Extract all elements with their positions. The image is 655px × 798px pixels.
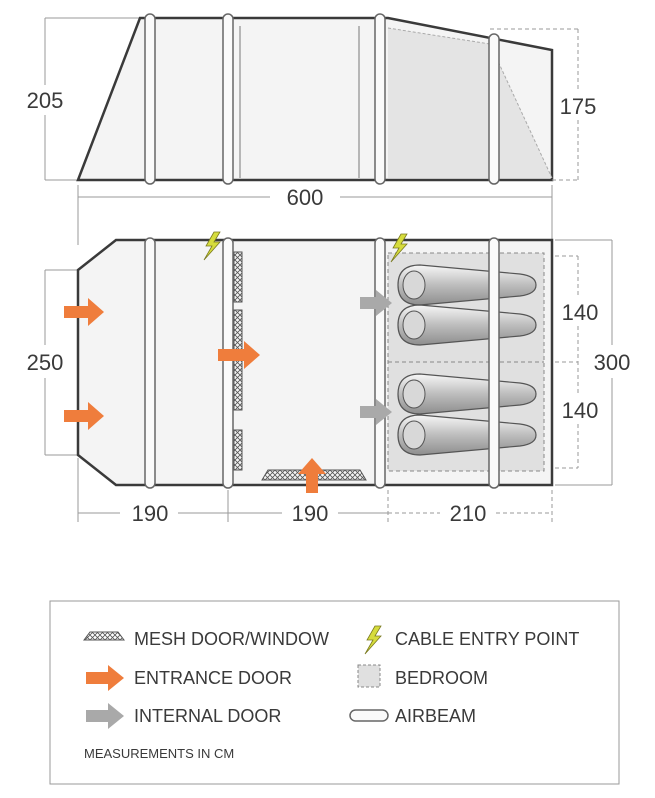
gray-arrow-icon — [360, 290, 392, 316]
section-dimensions: 190 190 210 — [77, 458, 553, 526]
width-dimension-left: 250 — [27, 269, 78, 456]
orange-arrow-icon — [218, 341, 260, 369]
sleeping-bag — [397, 304, 537, 346]
airbeam-icon — [349, 709, 389, 722]
cable-entry-points — [203, 231, 408, 263]
orange-arrow-icon — [86, 665, 124, 691]
legend-entrance-label: ENTRANCE DOOR — [134, 668, 292, 688]
side-elevation: 205 175 600 — [27, 13, 597, 245]
airbeam-icon — [488, 33, 500, 185]
airbeam-icon — [222, 237, 234, 489]
height-dimension-left: 205 — [27, 17, 140, 181]
sleeping-bags — [397, 264, 537, 456]
airbeam-icon — [144, 237, 156, 489]
sleeping-bag — [397, 264, 537, 306]
mesh-window — [233, 429, 243, 471]
legend-airbeam-label: AIRBEAM — [395, 706, 476, 726]
width-dimension-right: 300 — [555, 239, 631, 486]
height-dimension-right: 175 — [490, 28, 597, 181]
legend-bedroom-label: BEDROOM — [395, 668, 488, 688]
width-250-label: 250 — [27, 350, 64, 375]
orange-arrow-icon — [298, 458, 326, 493]
legend-internal-label: INTERNAL DOOR — [134, 706, 281, 726]
section-3-label: 210 — [450, 501, 487, 526]
legend-cable-label: CABLE ENTRY POINT — [395, 629, 579, 649]
airbeam-icon — [222, 13, 234, 185]
gray-arrow-icon — [86, 703, 124, 729]
legend-mesh-label: MESH DOOR/WINDOW — [134, 629, 329, 649]
lightning-icon — [364, 625, 382, 655]
length-600-label: 600 — [287, 185, 324, 210]
side-bedroom-section — [388, 28, 552, 178]
airbeam-icon — [488, 237, 500, 489]
height-205-label: 205 — [27, 88, 64, 113]
width-300-label: 300 — [594, 350, 631, 375]
side-airbeams — [144, 13, 500, 185]
bedroom-1-width-label: 140 — [562, 300, 599, 325]
mesh-window — [233, 251, 243, 303]
orange-arrow-icon — [64, 402, 104, 430]
lightning-icon — [390, 233, 408, 263]
legend-measurements-note: MEASUREMENTS IN CM — [84, 746, 234, 761]
bedroom-2-width-label: 140 — [562, 398, 599, 423]
airbeam-icon — [144, 13, 156, 185]
section-1-label: 190 — [132, 501, 169, 526]
gray-arrow-icon — [360, 399, 392, 425]
airbeam-icon — [374, 237, 386, 489]
mesh-icon — [83, 631, 125, 641]
bedroom-square-icon — [357, 664, 381, 688]
entrance-doors — [64, 298, 326, 493]
length-dimension: 600 — [77, 185, 553, 245]
sleeping-bag — [397, 414, 537, 456]
height-175-label: 175 — [560, 94, 597, 119]
airbeam-icon — [374, 13, 386, 185]
sleeping-bag — [397, 373, 537, 415]
legend: MESH DOOR/WINDOW CABLE ENTRY POINT ENTRA… — [49, 600, 620, 785]
section-2-label: 190 — [292, 501, 329, 526]
orange-arrow-icon — [64, 298, 104, 326]
lightning-icon — [203, 231, 221, 261]
bedroom-width-dimensions: 140 140 — [555, 255, 599, 469]
internal-doors — [360, 290, 392, 425]
floor-plan: 250 — [27, 231, 631, 526]
